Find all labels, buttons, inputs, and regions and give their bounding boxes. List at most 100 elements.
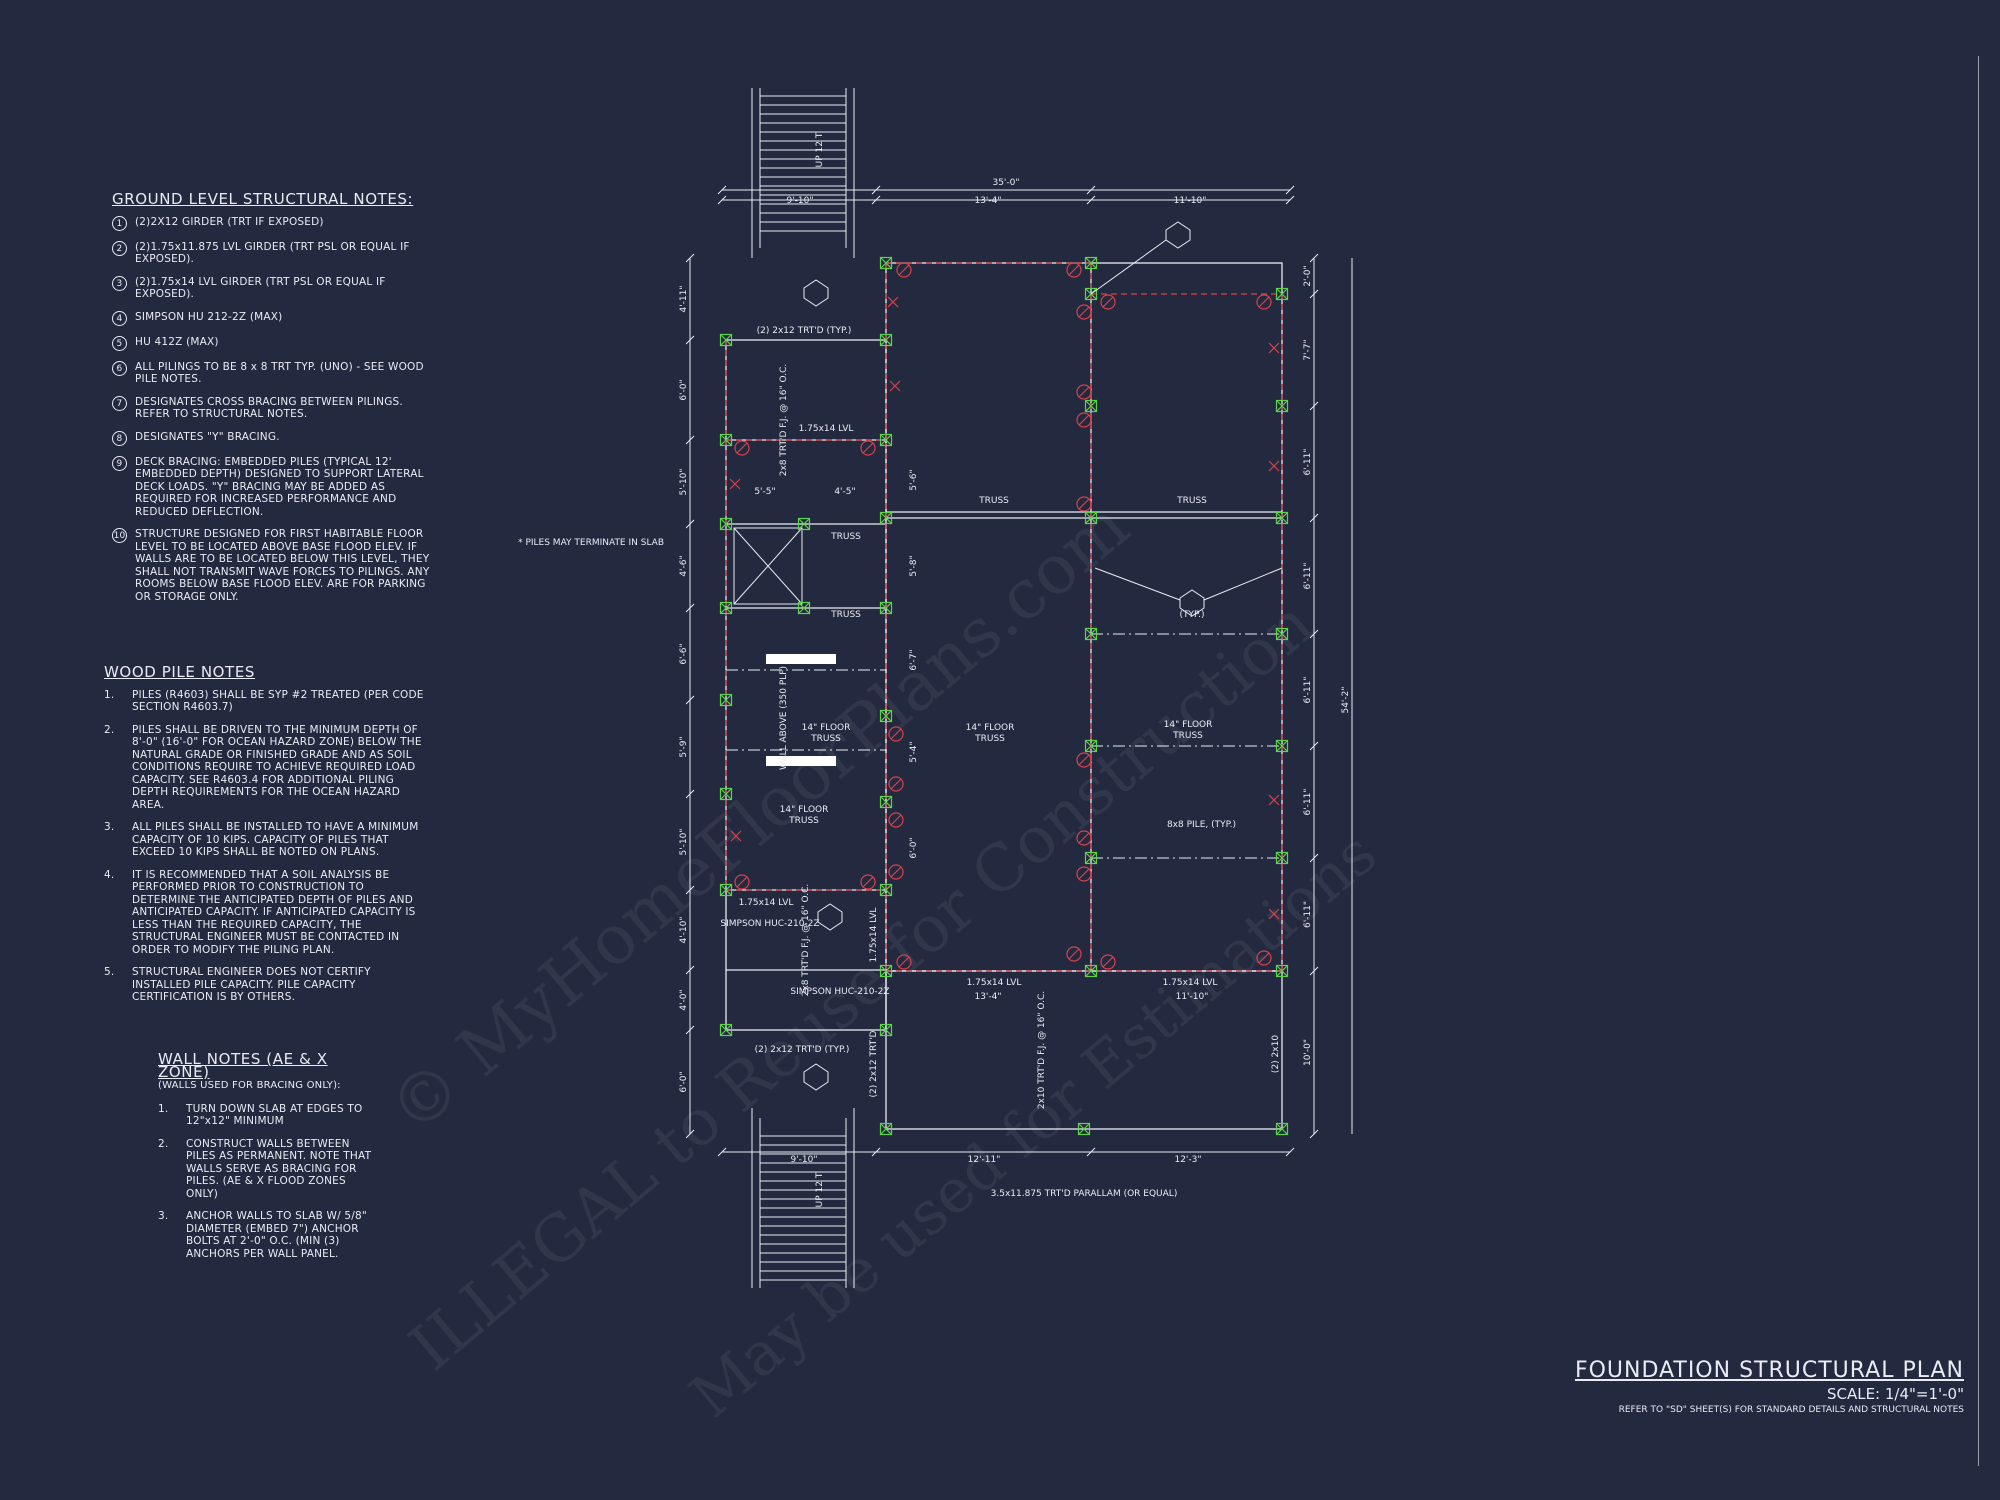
note-text: ANCHOR WALLS TO SLAB W/ 5/8" DIAMETER (E…: [186, 1210, 367, 1260]
wall-above-label: WALL ABOVE (350 PLF): [779, 666, 789, 770]
truss-label-2: TRUSS: [1176, 496, 1207, 506]
note-number: 3: [112, 275, 127, 291]
note-number: 7: [112, 395, 127, 411]
note-text: DESIGNATES CROSS BRACING BETWEEN PILINGS…: [135, 395, 403, 421]
joist-label-bottom: 2x8 TRT'D F.J. @ 16" O.C.: [801, 884, 811, 997]
pile-marker: [879, 1023, 893, 1037]
parallam-label: 3.5x11.875 TRT'D PARALLAM (OR EQUAL): [991, 1189, 1178, 1199]
pile-typ-label: 8x8 PILE, (TYP.): [1167, 820, 1236, 830]
y-brace-marker: [1066, 262, 1082, 278]
pile-marker: [879, 511, 893, 525]
lvl-label-5: 1.75x14 LVL: [869, 908, 879, 963]
girder-label-top: (2) 2x12 TRT'D (TYP.): [757, 326, 852, 336]
pile-marker: [1084, 627, 1098, 641]
lvl-label-3: 1.75x14 LVL: [967, 978, 1022, 988]
dim-left: 4'-11": [679, 285, 689, 312]
y-brace-marker: [1066, 946, 1082, 962]
wall-notes-subtitle: (WALLS USED FOR BRACING ONLY):: [158, 1080, 341, 1091]
girder-2x12-vertical: (2) 2x12 TRT'D: [869, 1030, 879, 1097]
pile-marker: [1275, 739, 1289, 753]
note-number: 5: [112, 335, 127, 351]
truss-label-4: TRUSS: [830, 610, 861, 620]
cross-brace-marker: [1268, 794, 1280, 806]
note-item: 1.PILES (R4603) SHALL BE SYP #2 TREATED …: [104, 689, 424, 714]
pile-notes-title: WOOD PILE NOTES: [104, 663, 256, 681]
dim-mid-right: 4'-5": [834, 487, 855, 497]
cross-brace-marker: [1268, 460, 1280, 472]
pile-marker: [719, 693, 733, 707]
pile-marker: [719, 883, 733, 897]
dim-mid-left: 5'-5": [754, 487, 775, 497]
title-block: FOUNDATION STRUCTURAL PLAN SCALE: 1/4"=1…: [1575, 1358, 1964, 1415]
note-text: (2)2X12 GIRDER (TRT IF EXPOSED): [135, 215, 324, 228]
note-item: 7 DESIGNATES CROSS BRACING BETWEEN PILING…: [112, 395, 432, 421]
note-item: 3 (2)1.75x14 LVL GIRDER (TRT PSL OR EQUAL…: [112, 275, 432, 301]
note-text: HU 412Z (MAX): [135, 335, 219, 348]
floor-truss-1a: 14" FLOOR: [966, 723, 1015, 733]
sheet-scale: SCALE: 1/4"=1'-0": [1826, 1385, 1964, 1403]
dim-top-b: 13'-4": [974, 196, 1001, 206]
dim-overall-height: 54'-2": [1341, 686, 1351, 713]
note-item: 2.CONSTRUCT WALLS BETWEEN PILES AS PERMA…: [158, 1138, 378, 1201]
pile-marker: [879, 883, 893, 897]
y-brace-marker: [1076, 830, 1092, 846]
pile-marker: [879, 964, 893, 978]
note-number: 8: [112, 430, 127, 446]
y-brace-marker: [1256, 950, 1272, 966]
y-brace-marker: [1076, 866, 1092, 882]
pile-marker: [719, 601, 733, 615]
note-text: (2)1.75x14 LVL GIRDER (TRT PSL OR EQUAL …: [135, 275, 386, 301]
y-brace-marker: [1100, 294, 1116, 310]
y-brace-marker: [896, 954, 912, 970]
pile-marker: [1275, 627, 1289, 641]
girder-label-bottom: (2) 2x12 TRT'D (TYP.): [755, 1045, 850, 1055]
dim-left: 5'-10": [679, 828, 689, 855]
y-brace-marker: [888, 812, 904, 828]
pile-marker: [1077, 1122, 1091, 1136]
pile-marker: [1084, 256, 1098, 270]
pile-marker: [1084, 511, 1098, 525]
ground-notes-title: GROUND LEVEL STRUCTURAL NOTES:: [112, 190, 414, 208]
dim-bottom-b: 12'-11": [968, 1155, 1001, 1165]
lvl-label-1: 1.75x14 LVL: [799, 424, 854, 434]
pile-marker: [879, 256, 893, 270]
note-text: (2)1.75x11.875 LVL GIRDER (TRT PSL OR EQ…: [135, 240, 410, 266]
cross-brace-marker: [1268, 342, 1280, 354]
lvl-label-4: 1.75x14 LVL: [1163, 978, 1218, 988]
note-number: 10: [112, 528, 127, 543]
note-item: 2(2)1.75x11.875 LVL GIRDER (TRT PSL OR E…: [112, 240, 432, 266]
bottom-stair: [751, 1108, 855, 1288]
note-number: 6: [112, 360, 127, 376]
dim-bottom-a: 9'-10": [790, 1155, 817, 1165]
typ-label: (TYP.): [1180, 610, 1205, 620]
pile-marker: [1084, 739, 1098, 753]
note-text: IT IS RECOMMENDED THAT A SOIL ANALYSIS B…: [132, 868, 416, 956]
dim-right: 7'-7": [1303, 339, 1313, 360]
note-text: DECK BRACING: EMBEDDED PILES (TYPICAL 12…: [135, 455, 424, 518]
dim-inner: 6'-0": [909, 837, 919, 858]
dim-right: 6'-11": [1303, 676, 1313, 703]
hex-tag-5: [803, 1063, 829, 1091]
dim-top-a: 9'-10": [786, 196, 813, 206]
floor-truss-2b: TRUSS: [1172, 731, 1203, 741]
pile-marker: [1275, 511, 1289, 525]
y-brace-marker: [734, 440, 750, 456]
hex-tag-1: [1165, 221, 1191, 249]
pile-marker: [1275, 399, 1289, 413]
pile-marker: [1275, 964, 1289, 978]
note-item: 5.STRUCTURAL ENGINEER DOES NOT CERTIFY I…: [104, 966, 424, 1004]
floor-truss-4a: 14" FLOOR: [780, 805, 829, 815]
dim-left: 6'-0": [679, 1071, 689, 1092]
note-item: 3.ANCHOR WALLS TO SLAB W/ 5/8" DIAMETER …: [158, 1210, 378, 1260]
pile-marker: [1084, 399, 1098, 413]
truss-label-1: TRUSS: [978, 496, 1009, 506]
top-stair: [751, 88, 855, 258]
truss-label-3: TRUSS: [830, 532, 861, 542]
dim-overall-width: 35'-0": [992, 178, 1019, 188]
note-item: 1.TURN DOWN SLAB AT EDGES TO 12"x12" MIN…: [158, 1103, 378, 1128]
note-item: 4.IT IS RECOMMENDED THAT A SOIL ANALYSIS…: [104, 869, 424, 957]
dim-right: 2'-0": [1303, 265, 1313, 286]
